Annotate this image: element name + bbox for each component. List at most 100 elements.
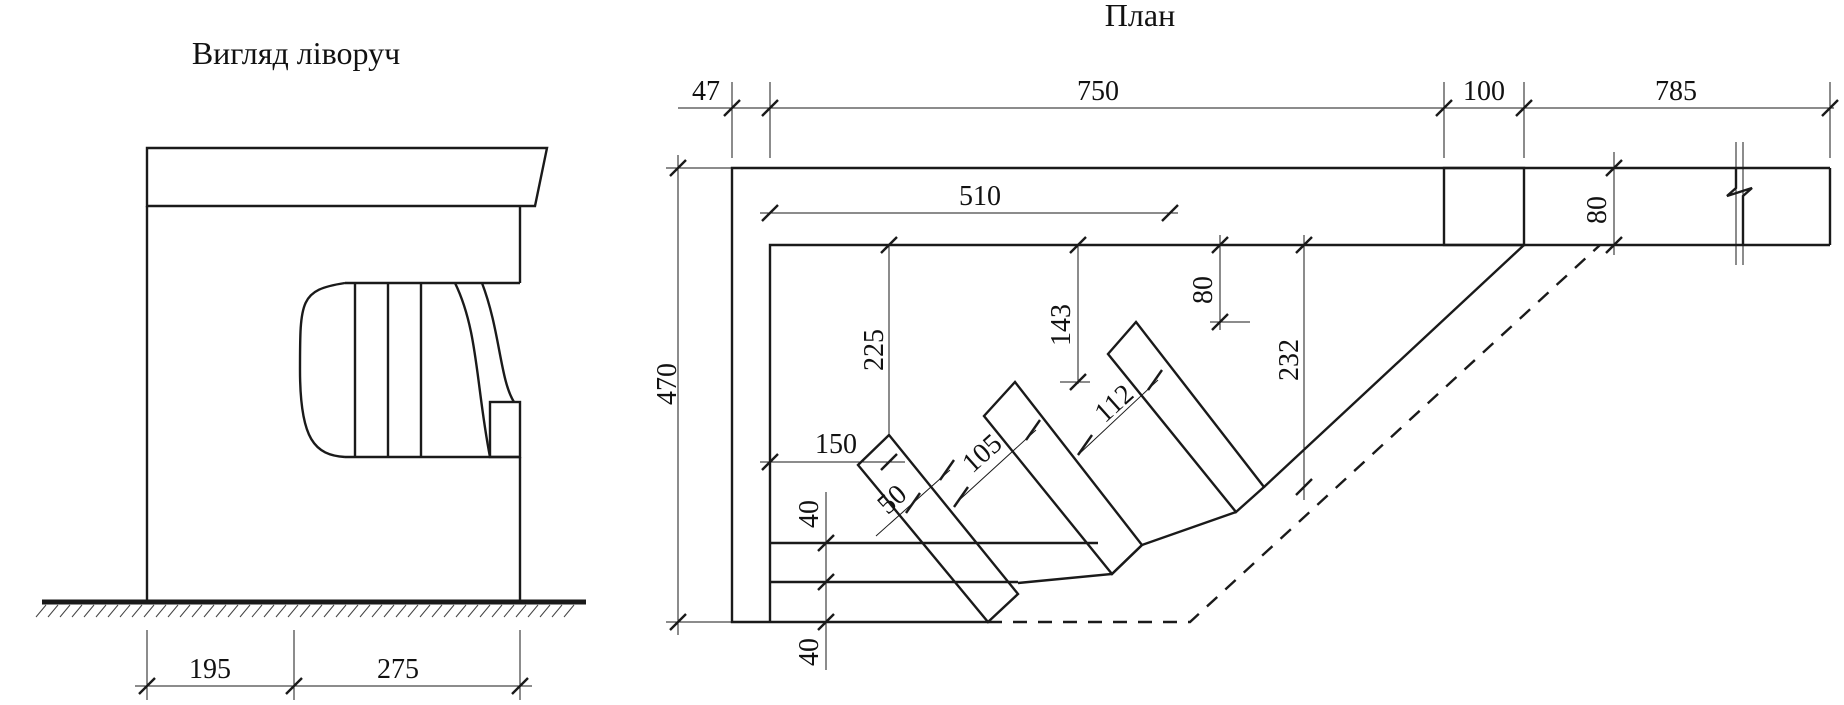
dim-tick: [939, 459, 955, 481]
plan-break-mark: [1726, 142, 1753, 265]
hatch-stroke: [191, 604, 203, 618]
hatch-stroke: [443, 604, 455, 618]
hatch-stroke: [335, 604, 347, 618]
dim-tick: [1211, 236, 1229, 254]
left-view-niche-arc: [298, 281, 346, 459]
dim-line: [1077, 379, 1159, 456]
left-view-curved-step-inner: [480, 282, 516, 403]
dim-tick: [1069, 236, 1087, 254]
dim-tick: [1821, 99, 1839, 117]
dim-tick: [817, 613, 835, 631]
hatch-stroke: [383, 604, 395, 618]
plan-dim-225-group: 225: [859, 236, 898, 435]
plan-view: План 47 750 100 785: [652, 0, 1839, 670]
dim-tick: [1435, 99, 1453, 117]
plan-left-dimension: 470: [652, 155, 732, 635]
hatch-stroke: [227, 604, 239, 618]
dim-tick: [1295, 478, 1313, 496]
dim-tick: [138, 677, 156, 695]
dim-80-top: 80: [1582, 196, 1613, 224]
left-view: Вигляд ліворуч 195 275: [35, 35, 586, 700]
hatch-stroke: [323, 604, 335, 618]
hatch-stroke: [251, 604, 263, 618]
dim-tick: [880, 236, 898, 254]
hatch-stroke: [179, 604, 191, 618]
dim-tick: [669, 159, 687, 177]
dim-tick: [1211, 313, 1229, 331]
hatch-stroke: [455, 604, 467, 618]
plan-dim-510-group: 510: [760, 181, 1179, 222]
hatch-stroke: [551, 604, 563, 618]
dim-tick: [1077, 434, 1093, 456]
hatch-stroke: [167, 604, 179, 618]
break-zigzag: [1726, 168, 1753, 245]
hatch-stroke: [299, 604, 311, 618]
dim-112: 112: [1089, 378, 1140, 428]
plan-step-connector: [1017, 510, 1237, 585]
dim-tick: [1025, 419, 1041, 441]
hatch-stroke: [491, 604, 503, 618]
dim-100: 100: [1463, 76, 1505, 107]
hatch-stroke: [275, 604, 287, 618]
dim-tick: [905, 492, 921, 514]
hatch-stroke: [83, 604, 95, 618]
dim-225: 225: [859, 329, 890, 371]
left-view-top-slab: [145, 146, 549, 208]
dim-tick: [723, 99, 741, 117]
dim-143: 143: [1046, 304, 1077, 346]
hatch-stroke: [263, 604, 275, 618]
plan-outer-wall: [730, 166, 1830, 624]
plan-dim-80-group: 80: [1188, 235, 1250, 331]
dim-line: [955, 429, 1037, 504]
plan-diagonal-stringer: [1263, 244, 1525, 488]
dim-tick: [880, 453, 898, 471]
dim-tick: [1161, 204, 1179, 222]
plan-column-block: [1442, 166, 1526, 247]
hatch-stroke: [515, 604, 527, 618]
dim-150: 150: [815, 429, 857, 460]
left-view-title: Вигляд ліворуч: [192, 35, 400, 71]
hatch-stroke: [407, 604, 419, 618]
hatch-stroke: [359, 604, 371, 618]
left-view-dimensions: 195 275: [135, 630, 532, 700]
dim-275: 275: [377, 654, 419, 685]
hatch-stroke: [47, 604, 59, 618]
dim-tick: [1605, 159, 1623, 177]
hatch-stroke: [287, 604, 299, 618]
hatch-stroke: [347, 604, 359, 618]
plan-dim-112-group: 112: [1077, 369, 1163, 456]
dim-tick: [953, 486, 969, 508]
dim-510: 510: [959, 181, 1001, 212]
dim-785: 785: [1655, 76, 1697, 107]
hatch-stroke: [467, 604, 479, 618]
hatch-stroke: [311, 604, 323, 618]
dim-tick: [817, 534, 835, 552]
hatch-stroke: [479, 604, 491, 618]
dim-tick: [817, 573, 835, 591]
hatch-stroke: [107, 604, 119, 618]
hatch-stroke: [71, 604, 83, 618]
ground-hatching: [35, 604, 575, 618]
dim-tick: [761, 99, 779, 117]
plan-dim-80-top-group: 80: [1582, 152, 1623, 255]
plan-dim-232-group: 232: [1274, 235, 1313, 500]
hatch-stroke: [119, 604, 131, 618]
hatch-stroke: [503, 604, 515, 618]
plan-dim-150-group: 150: [760, 429, 905, 471]
plan-top-dimensions: 47 750 100 785: [678, 76, 1839, 158]
dim-tick: [1605, 236, 1623, 254]
hatch-stroke: [431, 604, 443, 618]
hatch-stroke: [131, 604, 143, 618]
plan-dashed-outline: [988, 244, 1601, 624]
dim-50: 50: [872, 479, 914, 521]
dim-tick: [285, 677, 303, 695]
hatch-stroke: [35, 604, 47, 618]
hatch-stroke: [59, 604, 71, 618]
plan-step-1: [856, 433, 1020, 624]
hatch-stroke: [395, 604, 407, 618]
dim-40-lower: 40: [794, 638, 825, 666]
left-view-end-block: [488, 400, 522, 459]
plan-title: План: [1105, 0, 1175, 33]
hatch-stroke: [527, 604, 539, 618]
plan-dim-143-group: 143: [1046, 236, 1090, 391]
